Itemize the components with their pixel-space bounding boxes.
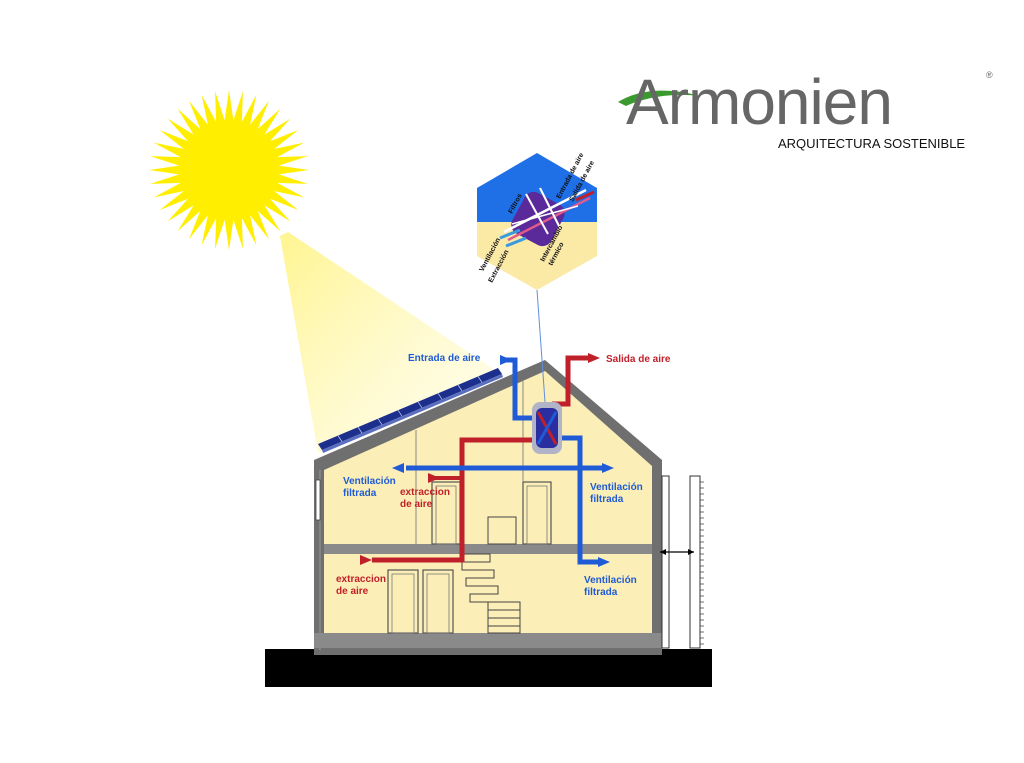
solar-cell-divider: [417, 401, 423, 409]
brand-logo: Armonien ® ARQUITECTURA SOSTENIBLE: [618, 66, 993, 151]
label-salida-aire: Salida de aire: [606, 354, 671, 365]
blue-distribution: [406, 435, 583, 471]
arrow-vent-left: [392, 463, 404, 473]
arrow-salida: [588, 353, 600, 363]
solar-panel: [318, 368, 503, 453]
solar-cell-divider: [477, 376, 483, 383]
solar-cell-divider: [437, 393, 443, 400]
heat-exchanger-detail: Filtros Entrada de aire Salida de aire V…: [477, 152, 597, 290]
label-vent-right-1: Ventilación: [590, 482, 643, 493]
leaf-swoosh-icon: [618, 90, 700, 106]
label-extr-up-1: extraccion: [400, 487, 450, 498]
brand-name: Armonien: [626, 66, 892, 138]
detail-leader-line: [536, 289, 546, 403]
lower-door-mid: [422, 569, 454, 634]
red-extraction-trunk: [372, 437, 540, 563]
solar-cell-divider: [457, 384, 463, 392]
label-entrada-aire: Entrada de aire: [408, 353, 481, 364]
arrow-vent-low: [598, 557, 610, 567]
label-vent-low-2: filtrada: [584, 587, 618, 598]
ground-base: [265, 649, 712, 687]
label-extr-low-1: extraccion: [336, 574, 386, 585]
arrow-vent-right: [602, 463, 614, 473]
staircase: [461, 516, 521, 634]
facade-elements: [660, 475, 704, 649]
solar-cell-divider: [357, 426, 363, 434]
arrow-extr-up: [428, 473, 440, 483]
solar-cell-divider: [377, 418, 383, 425]
label-vent-left-2: filtrada: [343, 488, 377, 499]
label-vent-low-1: Ventilación: [584, 575, 637, 586]
arrow-entrada: [500, 355, 512, 365]
label-vent-right-2: filtrada: [590, 494, 624, 505]
heat-exchanger-unit: [532, 402, 562, 454]
arrow-extr-low: [360, 555, 372, 565]
upper-door-right: [522, 481, 552, 545]
solar-cell-divider: [397, 409, 403, 417]
red-exhaust-duct: [552, 355, 590, 407]
solar-cell-divider: [337, 435, 343, 442]
sun-icon: [149, 90, 309, 250]
label-extr-low-2: de aire: [336, 586, 369, 597]
sunlight-beam: [280, 232, 498, 453]
brand-registered-mark: ®: [986, 70, 993, 80]
label-extr-up-2: de aire: [400, 499, 433, 510]
label-vent-left-1: Ventilación: [343, 476, 396, 487]
lower-door-left: [387, 569, 419, 634]
blue-down-duct: [577, 468, 600, 565]
brand-tagline: ARQUITECTURA SOSTENIBLE: [778, 136, 965, 151]
